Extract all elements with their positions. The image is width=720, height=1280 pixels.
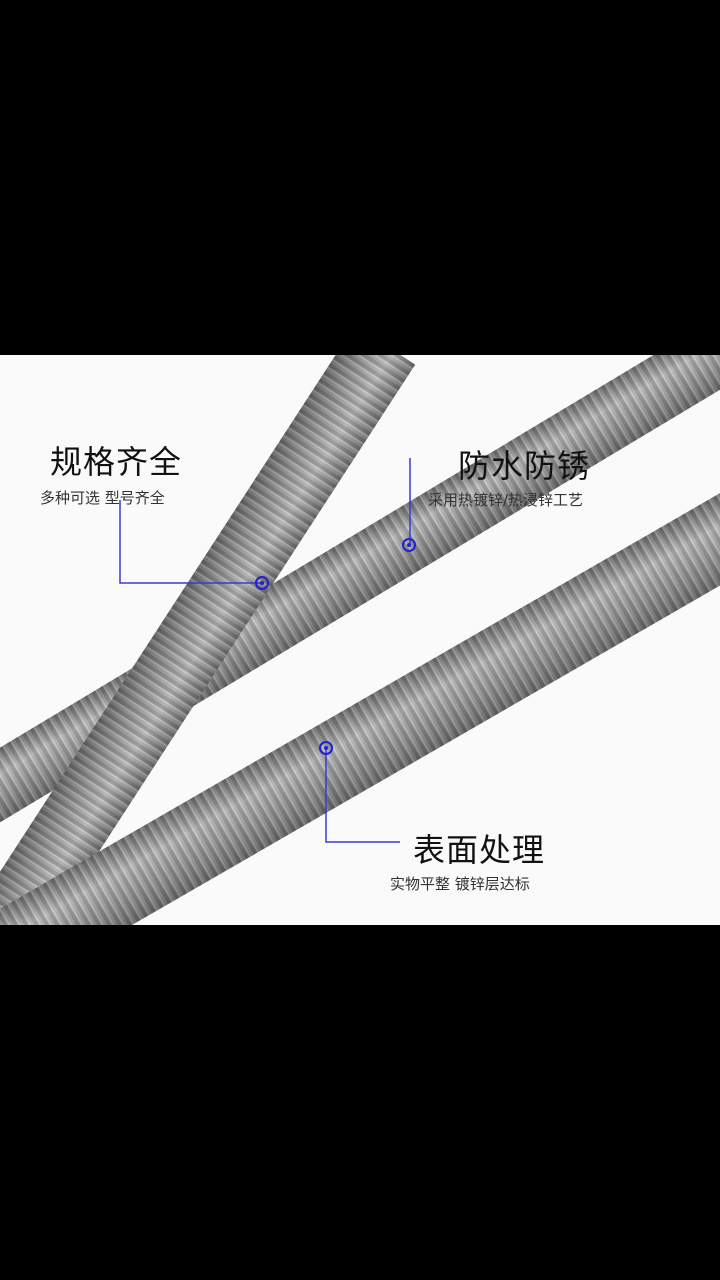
callout-subtitle: 多种可选 型号齐全 [40, 489, 165, 507]
callout-subtitle: 实物平整 镀锌层达标 [390, 875, 530, 893]
callout-surface: 表面处理 实物平整 镀锌层达标 [390, 825, 546, 894]
bottom-black-band [0, 925, 720, 1280]
callout-title: 规格齐全 [50, 443, 183, 481]
callout-waterproof: 防水防锈 采用热镀锌/热浸锌工艺 [428, 441, 591, 510]
callout-lines [119, 458, 411, 843]
threaded-rods-photo: 规格齐全 多种可选 型号齐全 防水防锈 采用热镀锌/热浸锌工艺 表面处理 实物平… [0, 355, 720, 925]
rod-lower [0, 460, 720, 925]
callout-size-range: 规格齐全 多种可选 型号齐全 [40, 437, 183, 508]
top-black-band [0, 0, 720, 355]
rods-illustration [0, 355, 720, 925]
rod-front [0, 355, 416, 925]
callout-subtitle: 采用热镀锌/热浸锌工艺 [428, 491, 584, 509]
callout-title: 防水防锈 [458, 447, 591, 485]
callout-markers [255, 538, 416, 755]
callout-title: 表面处理 [413, 831, 546, 869]
